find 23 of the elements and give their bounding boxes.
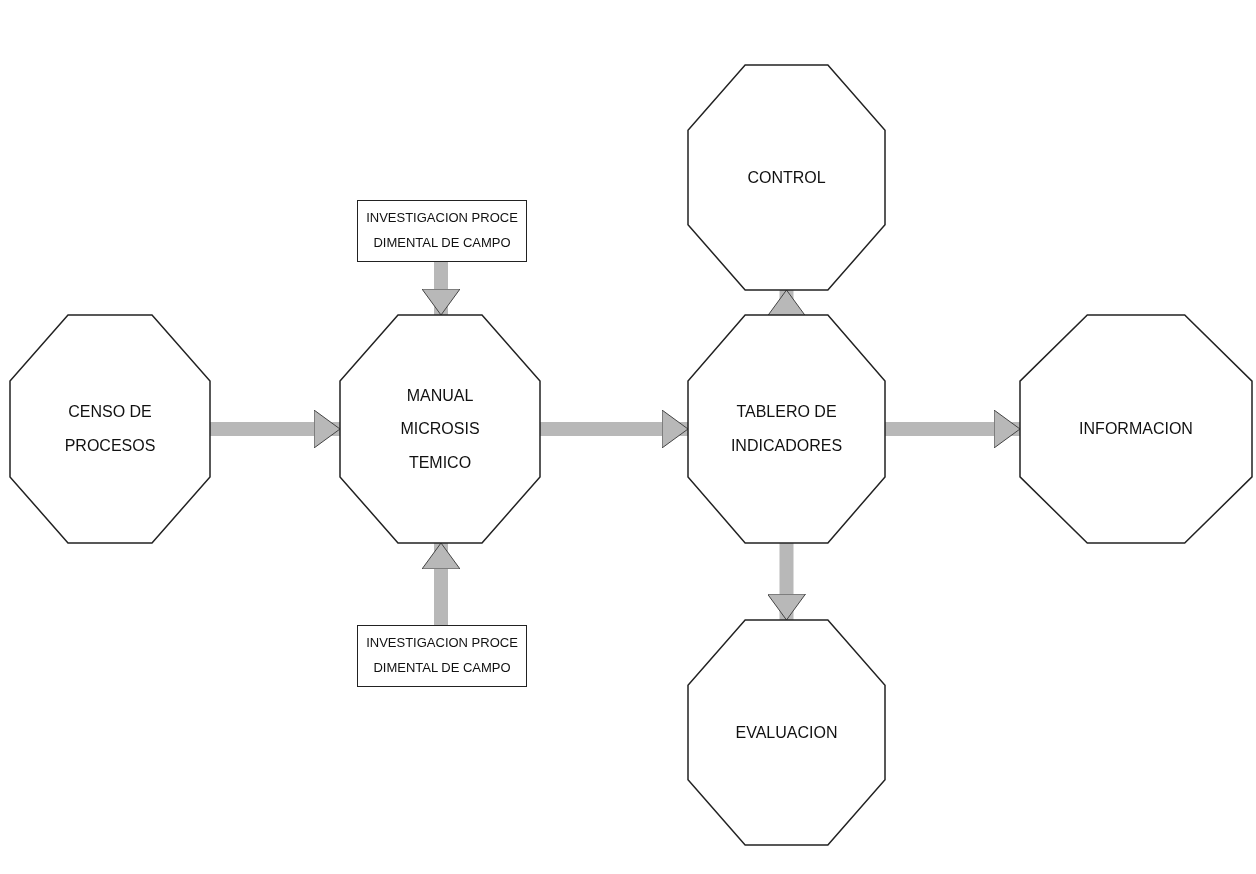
octagon-node [10, 315, 210, 543]
block-arrow [540, 409, 689, 449]
block-arrow [210, 409, 341, 449]
node-label: CONTROL [746, 167, 827, 188]
node-label: EVALUACION [734, 722, 839, 743]
octagon-node [688, 65, 885, 290]
block-arrow [767, 543, 806, 621]
process-box [357, 200, 527, 262]
block-arrow [767, 289, 806, 317]
block-arrow [421, 262, 461, 316]
octagon-node [688, 620, 885, 845]
node-label: CENSO DE PROCESOS [63, 402, 157, 456]
octagon-node [340, 315, 540, 543]
node-label: MANUAL MICROSIS TEMICO [399, 385, 481, 473]
octagon-node [688, 315, 885, 543]
node-label: INVESTIGACION PROCE DIMENTAL DE CAMPO [365, 209, 519, 252]
node-label: INFORMACION [1078, 419, 1194, 440]
process-box [357, 625, 527, 687]
node-label: TABLERO DE INDICADORES [729, 402, 844, 456]
block-arrow [421, 542, 461, 625]
octagon-node [1020, 315, 1252, 543]
node-label: INVESTIGACION PROCE DIMENTAL DE CAMPO [365, 634, 519, 677]
block-arrow [885, 409, 1021, 449]
